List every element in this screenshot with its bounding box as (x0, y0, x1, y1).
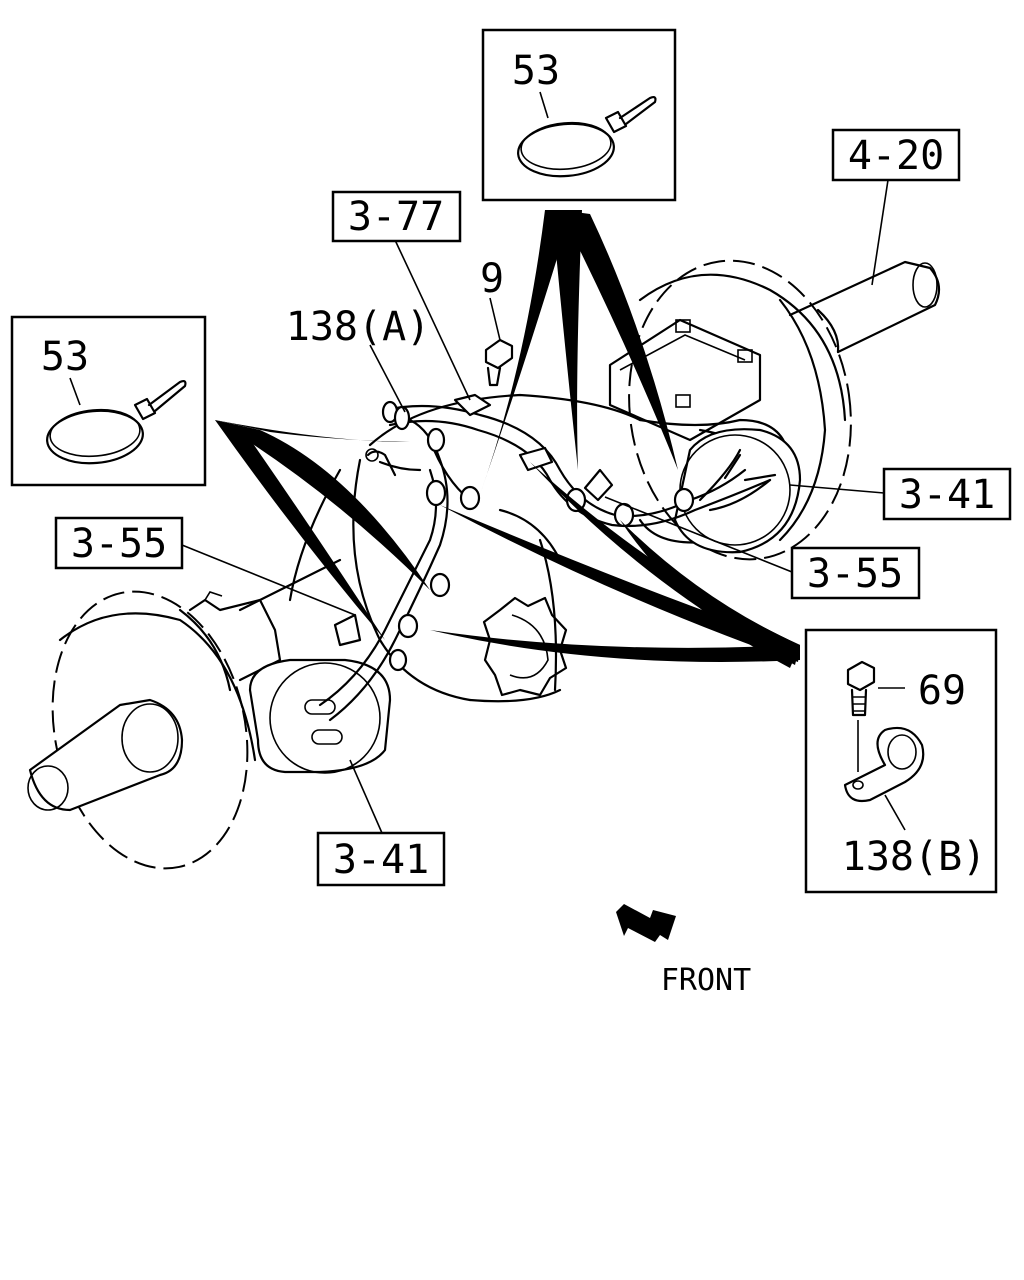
part-9-label: 9 (480, 256, 504, 302)
inset-cable-tie-top: 53 (481, 28, 677, 202)
callout-4-20-text: 4-20 (848, 133, 944, 179)
right-brake-drum (628, 259, 852, 561)
callout-3-55-left[interactable]: 3-55 (54, 516, 184, 570)
callout-3-41-right-text: 3-41 (899, 472, 995, 518)
front-arrow-icon (616, 904, 676, 942)
inset-clip-bolt: 69 138(B) (804, 628, 998, 894)
callout-3-77[interactable]: 3-77 (331, 190, 462, 243)
part-138b-label: 138(B) (842, 834, 987, 880)
right-wheel-speed-sensor (673, 428, 802, 554)
callout-4-20[interactable]: 4-20 (831, 128, 961, 182)
detail-pointer-fans (215, 210, 800, 668)
part-138a-label: 138(A) (286, 304, 431, 350)
left-axle-shaft (27, 698, 184, 812)
callout-3-41-right[interactable]: 3-41 (882, 467, 1012, 521)
leader-lines (181, 179, 889, 834)
part-53-top-label: 53 (512, 48, 560, 94)
sensor-bracket-left (333, 613, 362, 647)
part-53-left-label: 53 (41, 334, 89, 380)
right-axle-shaft (788, 260, 941, 354)
sensor-bracket-right (583, 468, 614, 502)
rear-axle-assembly (27, 259, 941, 870)
callout-3-41-bottom[interactable]: 3-41 (316, 831, 446, 887)
bolt-9 (484, 338, 514, 387)
callout-3-55-left-text: 3-55 (71, 521, 167, 567)
front-direction-indicator: FRONT (616, 904, 751, 998)
left-axle-housing (178, 558, 342, 692)
left-wheel-speed-sensor (248, 658, 392, 774)
part-69-label: 69 (918, 668, 966, 714)
callout-3-77-text: 3-77 (348, 194, 444, 240)
callout-3-41-bottom-text: 3-41 (333, 837, 429, 883)
harness-grommets (381, 400, 695, 672)
callout-3-55-right-text: 3-55 (807, 551, 903, 597)
front-label: FRONT (661, 963, 751, 998)
callout-3-55-right[interactable]: 3-55 (790, 546, 921, 600)
clip-bracket-right (518, 446, 554, 472)
inset-cable-tie-left: 53 (10, 315, 207, 487)
wiring-harness (318, 393, 772, 722)
